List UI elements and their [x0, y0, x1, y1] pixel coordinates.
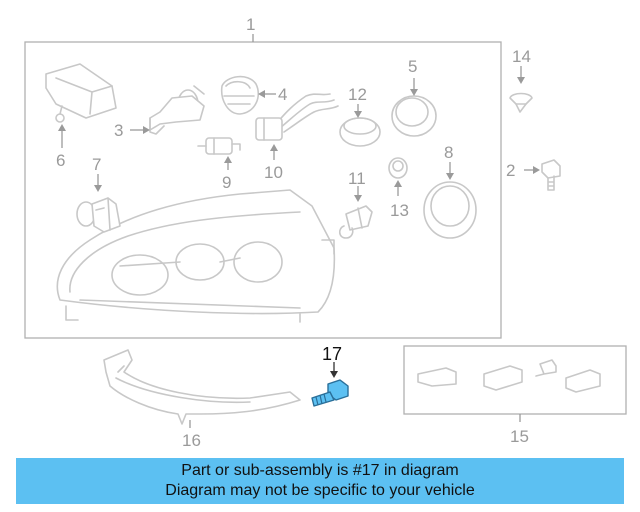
part-12-seal-ring[interactable]: [339, 117, 381, 147]
part-3-bulb[interactable]: [149, 85, 205, 135]
callout-9[interactable]: 9: [222, 173, 231, 192]
callout-3[interactable]: 3: [114, 121, 123, 140]
callout-13[interactable]: 13: [390, 201, 409, 220]
part-14-clip[interactable]: [509, 92, 533, 113]
part-9-bulb[interactable]: [197, 137, 241, 155]
part-15-bracket-kit[interactable]: [417, 359, 601, 393]
part-17-screw-highlighted[interactable]: [311, 379, 349, 407]
callout-11[interactable]: 11: [348, 169, 366, 188]
callout-1[interactable]: 1: [246, 15, 255, 34]
callout-5[interactable]: 5: [408, 57, 417, 76]
part-11-bulb[interactable]: [338, 205, 373, 239]
part-6-leveling-motor[interactable]: [45, 63, 117, 123]
callout-15[interactable]: 15: [510, 427, 529, 446]
part-8-seal-ring[interactable]: [423, 181, 477, 239]
callout-8[interactable]: 8: [444, 143, 453, 162]
headlamp-assembly-frame: [24, 41, 502, 339]
callout-17[interactable]: 17: [322, 344, 342, 364]
callout-7[interactable]: 7: [92, 155, 101, 174]
callout-2[interactable]: 2: [506, 161, 515, 180]
part-10-harness[interactable]: [255, 93, 339, 141]
callout-14[interactable]: 14: [512, 47, 531, 66]
part-2-bolt[interactable]: [541, 159, 561, 191]
callout-12[interactable]: 12: [348, 85, 367, 104]
banner-line-2: Diagram may not be specific to your vehi…: [165, 482, 475, 499]
callout-10[interactable]: 10: [264, 163, 283, 182]
callout-4[interactable]: 4: [278, 85, 287, 104]
part-4-socket[interactable]: [220, 75, 260, 115]
headlamp-housing[interactable]: [56, 189, 336, 323]
info-banner: Part or sub-assembly is #17 in diagram D…: [16, 458, 624, 504]
banner-line-1: Part or sub-assembly is #17 in diagram: [181, 462, 459, 479]
part-16-bracket[interactable]: [103, 349, 301, 425]
part-7-bulb[interactable]: [76, 197, 121, 233]
bracket-kit-frame: [403, 345, 627, 415]
callout-16[interactable]: 16: [182, 431, 201, 450]
callout-6[interactable]: 6: [56, 151, 65, 170]
part-5-cap[interactable]: [391, 95, 437, 137]
part-13-grommet[interactable]: [388, 157, 408, 179]
